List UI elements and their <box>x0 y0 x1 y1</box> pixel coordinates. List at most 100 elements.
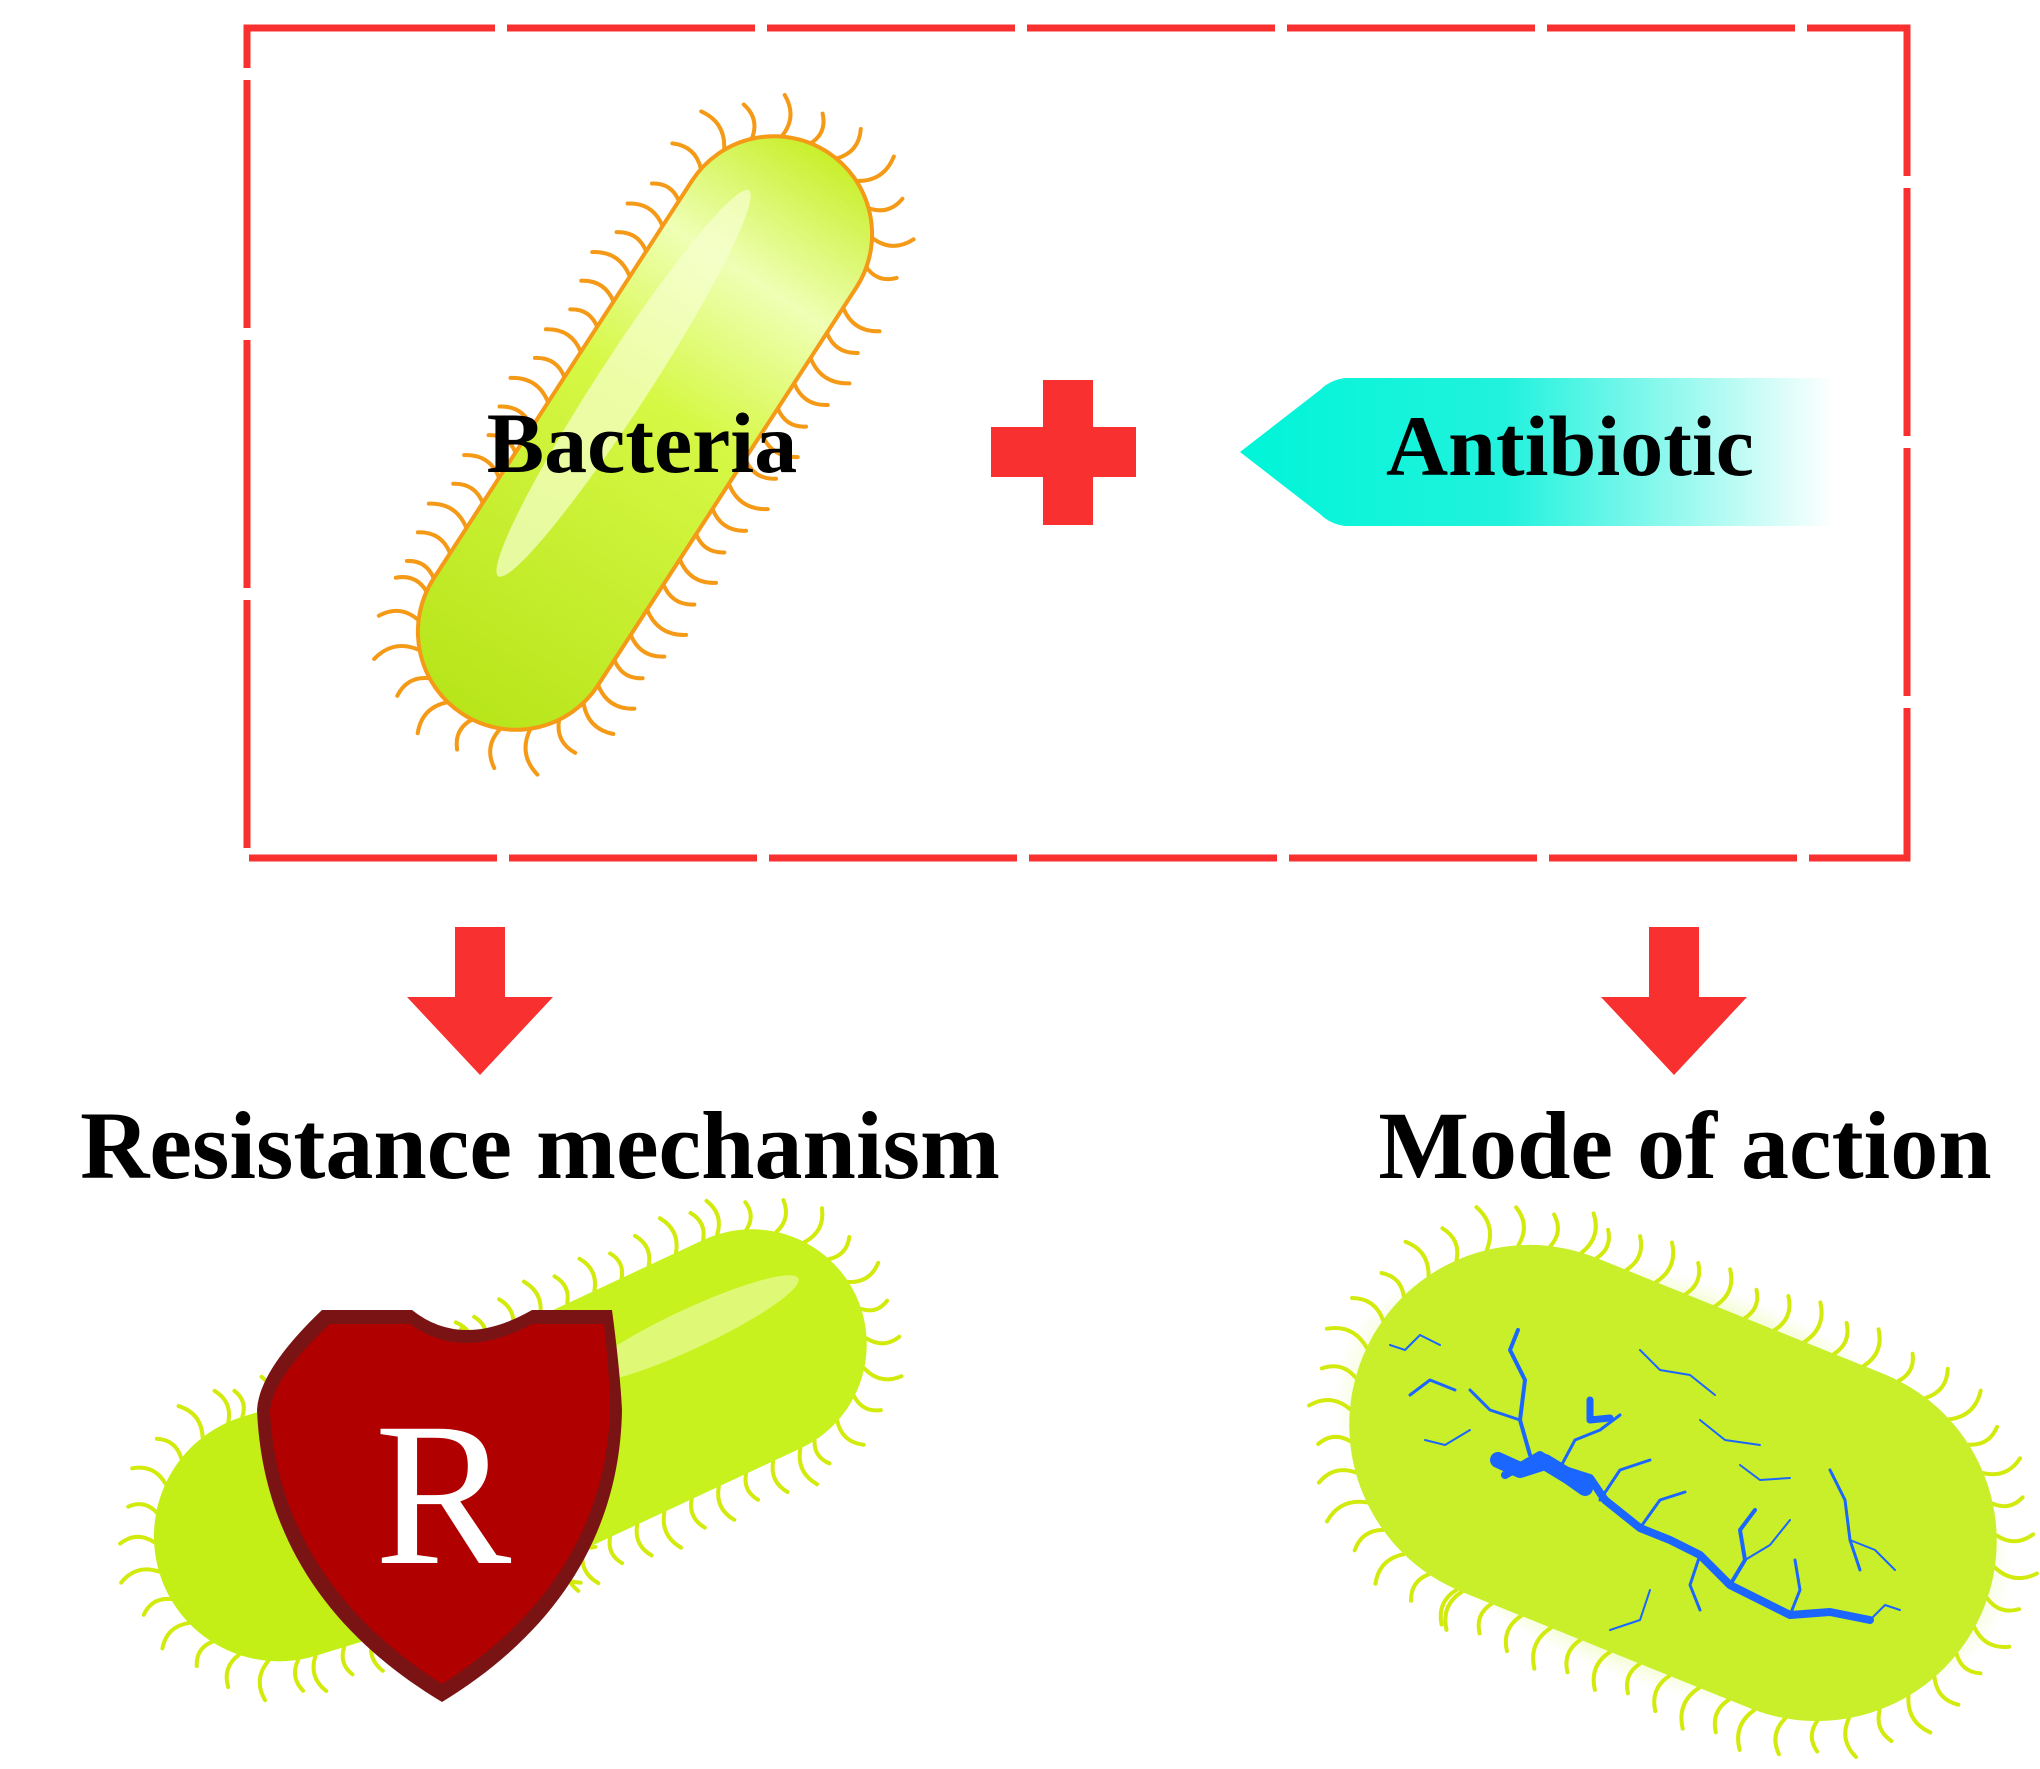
pilus <box>841 305 882 334</box>
pilus <box>779 92 793 139</box>
pilus <box>726 481 770 512</box>
pilus <box>866 196 905 213</box>
pilus <box>661 582 697 607</box>
mode-of-action-label: Mode of action <box>1378 1092 1991 1199</box>
pilus <box>802 1206 825 1245</box>
pilus <box>775 406 809 429</box>
pilus <box>770 1459 790 1495</box>
pilus <box>759 431 800 460</box>
pilus <box>797 1446 820 1487</box>
pilus <box>699 109 727 153</box>
pilus <box>633 1233 652 1268</box>
bacterium-highlight <box>496 189 751 577</box>
pilus <box>808 356 852 386</box>
resistance-mechanism-label: Resistance mechanism <box>80 1092 1000 1199</box>
pilus <box>454 717 475 752</box>
pilus <box>462 453 502 480</box>
pilus <box>710 507 749 533</box>
resistant-bacteria-illustration: R <box>118 1198 904 1703</box>
pilus <box>614 230 649 254</box>
pilus <box>176 1404 205 1440</box>
pilus <box>486 433 518 455</box>
pilus <box>141 1596 173 1617</box>
bacteria-label: Bacteria <box>487 395 797 491</box>
shield-letter: R <box>375 1381 512 1608</box>
pilus <box>395 676 432 698</box>
pilus <box>834 126 863 161</box>
pilus <box>415 700 450 736</box>
pilus <box>404 558 436 581</box>
pilus <box>119 1567 162 1585</box>
pilus <box>835 1419 866 1447</box>
antibiotic-tag-shape <box>1240 378 1835 526</box>
pilus <box>645 607 689 637</box>
pilus <box>677 557 719 585</box>
pilus <box>577 1256 597 1293</box>
pilus <box>568 307 600 329</box>
pilus <box>126 1502 159 1515</box>
pilus <box>743 456 779 481</box>
damaged-bacterium-illustration <box>1307 1205 2039 1759</box>
pilus <box>532 355 567 380</box>
pilus <box>607 1535 625 1566</box>
bacterium-pili <box>372 92 916 777</box>
pilus <box>232 1388 246 1419</box>
pilus <box>552 1274 570 1306</box>
crack-icon <box>1389 1328 1901 1631</box>
pilus <box>556 717 578 755</box>
pilus <box>774 1198 789 1234</box>
bacterium-illustration: Bacteria <box>372 92 916 777</box>
pilus <box>689 1497 707 1530</box>
pilus <box>612 657 645 681</box>
pilus <box>415 530 453 556</box>
arrow-down-icon <box>407 927 553 1075</box>
pilus <box>649 181 681 203</box>
pilus <box>634 1522 654 1558</box>
pilus <box>670 141 703 171</box>
pilus <box>212 1388 231 1425</box>
pilus <box>426 501 469 531</box>
pilus <box>864 265 899 282</box>
pilus <box>118 1534 157 1546</box>
pilus <box>628 632 667 659</box>
pilus <box>824 330 860 355</box>
pilus <box>154 1436 184 1461</box>
pilus <box>488 726 503 771</box>
pilus <box>661 1509 684 1550</box>
pilus <box>694 532 727 555</box>
bacterium-body <box>415 134 875 732</box>
pilus <box>257 1658 271 1703</box>
pilus <box>393 575 429 594</box>
pilus <box>340 1645 355 1677</box>
pilus <box>688 1210 706 1243</box>
plus-icon <box>991 380 1136 525</box>
pilus <box>292 1657 306 1693</box>
pilus <box>194 1639 214 1669</box>
pilus <box>160 1620 191 1651</box>
pilus <box>596 683 637 711</box>
pilus <box>657 1216 679 1255</box>
pilus <box>372 644 422 661</box>
pilus <box>859 1298 890 1313</box>
pilus <box>625 201 665 229</box>
pilus <box>579 278 616 304</box>
pilus <box>808 111 826 146</box>
pilus <box>852 1394 883 1413</box>
antibiotic-label: Antibiotic <box>1386 398 1754 494</box>
pilus <box>846 1260 881 1285</box>
pilus <box>376 608 421 623</box>
shield-icon: R <box>257 1310 622 1702</box>
pilus <box>523 726 540 777</box>
pilus <box>862 1366 904 1382</box>
pilus <box>497 404 534 430</box>
pilus <box>451 481 485 505</box>
pilus <box>812 1438 832 1466</box>
pilus <box>590 250 632 279</box>
pilus <box>543 327 583 354</box>
pilus <box>870 235 916 248</box>
pilus <box>864 1334 902 1346</box>
pilus <box>827 1235 852 1262</box>
pilus <box>608 1251 625 1281</box>
